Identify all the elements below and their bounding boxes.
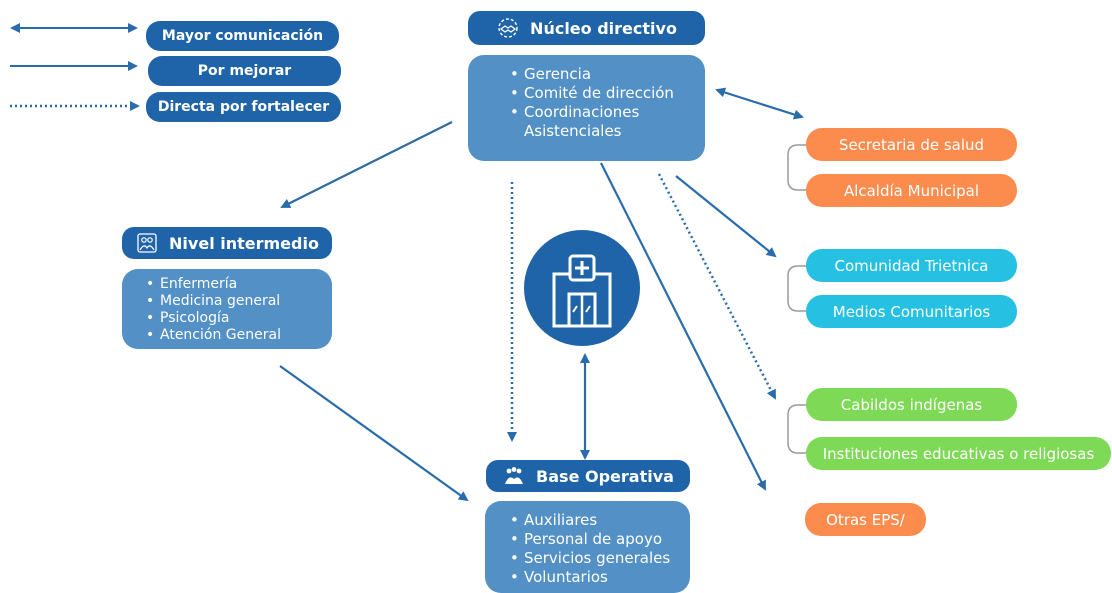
arrow-nucleo-to-intermedio [280, 121, 453, 208]
base-item: Auxiliares [510, 511, 690, 530]
base-item: Voluntarios [510, 568, 690, 587]
entity-label: Comunidad Trietnica [834, 256, 989, 275]
arrow-nucleo-to-comunidad [675, 175, 777, 258]
intermedio-item: Atención General [146, 327, 332, 344]
bracket-cyan [787, 265, 808, 312]
nucleo-title: Núcleo directivo [530, 18, 677, 38]
staff-group-icon [137, 233, 157, 253]
intermedio-item: Medicina general [146, 293, 332, 310]
entity-label: Alcaldía Municipal [843, 181, 980, 200]
nucleo-header: Núcleo directivo [468, 11, 705, 45]
entity-alcaldia-municipal: Alcaldía Municipal [806, 174, 1017, 207]
bracket-orange [787, 144, 808, 191]
entity-label: Otras EPS/ [826, 510, 905, 529]
nucleo-item: Gerencia [510, 65, 705, 84]
intermedio-title: Nivel intermedio [169, 233, 319, 253]
nucleo-item: Coordinaciones [510, 103, 705, 122]
intermedio-header: Nivel intermedio [122, 227, 332, 259]
entity-label: Cabildos indígenas [840, 395, 983, 414]
arrow-nucleo-to-cabildos [657, 173, 777, 400]
entity-medios-comunitarios: Medios Comunitarios [806, 295, 1017, 328]
base-item: Servicios generales [510, 549, 690, 568]
handshake-gear-icon [498, 18, 518, 38]
arrow-intermedio-to-base [279, 365, 469, 502]
bracket-green [787, 404, 808, 454]
base-item: Personal de apoyo [510, 530, 690, 549]
entity-instituciones-educativas: Instituciones educativas o religiosas [806, 437, 1111, 470]
intermedio-item: Enfermería [146, 276, 332, 293]
legend-mayor-comunicacion: Mayor comunicación [146, 21, 339, 51]
arrow-nucleo-to-secretaria [715, 87, 804, 120]
entity-comunidad-trietnica: Comunidad Trietnica [806, 249, 1017, 282]
entity-otras-eps: Otras EPS/ [805, 503, 926, 536]
nucleo-item-continuation: Asistenciales [524, 122, 622, 140]
hospital-icon [524, 230, 640, 346]
entity-label: Secretaria de salud [838, 135, 985, 154]
base-title: Base Operativa [536, 466, 674, 486]
nucleo-body: Gerencia Comité de dirección Coordinacio… [468, 55, 705, 161]
entity-label: Medios Comunitarios [832, 302, 991, 321]
legend-directa-por-fortalecer: Directa por fortalecer [146, 92, 341, 122]
arrow-nucleo-to-otras [600, 162, 766, 491]
base-header: Base Operativa [486, 460, 690, 492]
legend-label: Mayor comunicación [161, 28, 324, 44]
entity-secretaria-salud: Secretaria de salud [806, 128, 1017, 161]
intermedio-item: Psicología [146, 310, 332, 327]
nucleo-item: Comité de dirección [510, 84, 705, 103]
team-icon [505, 467, 524, 484]
intermedio-body: Enfermería Medicina general Psicología A… [122, 269, 332, 349]
legend-label: Directa por fortalecer [157, 99, 330, 115]
legend-label: Por mejorar [197, 63, 292, 79]
entity-cabildos-indigenas: Cabildos indígenas [806, 388, 1017, 421]
base-body: Auxiliares Personal de apoyo Servicios g… [485, 501, 690, 593]
legend-por-mejorar: Por mejorar [148, 56, 341, 86]
entity-label: Instituciones educativas o religiosas [822, 444, 1095, 463]
